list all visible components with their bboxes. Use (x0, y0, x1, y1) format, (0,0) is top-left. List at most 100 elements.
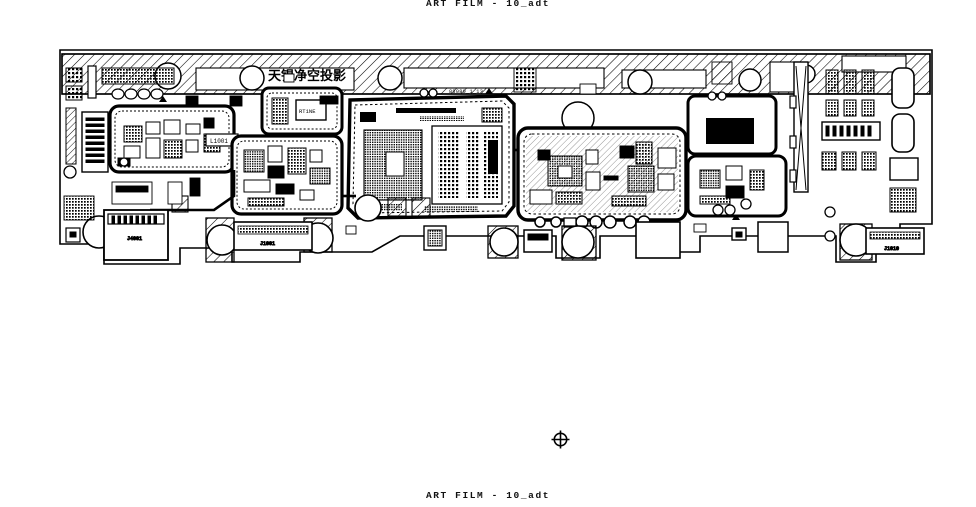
connector-bot-mid-pins (527, 233, 549, 241)
comp (167, 181, 183, 205)
triangle-marker-1 (485, 88, 493, 94)
pad-array (861, 69, 875, 95)
pin (141, 215, 145, 224)
pin (85, 147, 105, 151)
comp (243, 149, 265, 173)
via (717, 91, 727, 101)
pad-array (63, 195, 95, 221)
comp (319, 95, 339, 105)
refdes-j4001: J4001 (127, 236, 142, 242)
bga-keepout-left (385, 151, 405, 177)
via (707, 91, 717, 101)
pad-array (861, 99, 875, 117)
via (724, 204, 736, 216)
comp (267, 165, 285, 179)
pin (85, 141, 105, 145)
comp (185, 95, 199, 106)
right-pad-arrays (821, 69, 877, 171)
comp (123, 125, 143, 143)
shield-inner (352, 100, 510, 214)
pad-array (821, 151, 837, 171)
mount-hole-top-5 (627, 69, 653, 95)
refdes-j1001: J1001 (260, 241, 275, 247)
refdes-l1001: L1001 (210, 138, 228, 145)
comp (725, 185, 745, 199)
mount-hole-top-6 (738, 68, 762, 92)
connector-j4001-pins (111, 215, 157, 224)
pad-array (825, 69, 839, 95)
comp (537, 149, 551, 161)
ic-rf-2 (627, 165, 655, 193)
shield-oval-2 (891, 113, 915, 153)
connector-bot-mid (523, 229, 553, 253)
keepout-band-border (61, 53, 931, 95)
silk-line (396, 108, 456, 113)
via (740, 198, 752, 210)
comp (145, 137, 161, 159)
comp (309, 149, 323, 163)
cap-l3 (137, 88, 151, 100)
shield-can-mid (230, 134, 344, 216)
comp (299, 189, 315, 201)
cap-l4 (150, 88, 164, 100)
mount-hole-bot-4 (489, 227, 519, 257)
bottom-edge-group: J4001 J1001 J1010 (65, 194, 925, 263)
mount-hole-bot-5 (561, 225, 595, 259)
comp (163, 139, 183, 159)
pad-square-1 (635, 221, 681, 259)
comp (145, 121, 161, 135)
comp (749, 169, 765, 191)
via (428, 88, 438, 98)
pin (85, 153, 105, 157)
crosshair-icon (551, 430, 570, 449)
ic-rf-1 (547, 155, 583, 187)
connector-right-pins (825, 125, 872, 137)
cap-row-left (111, 88, 164, 100)
pin (825, 125, 830, 137)
pad-array (843, 69, 857, 95)
board-annotation-chinese: 天锡净空投影 (268, 68, 346, 84)
sheet-title-bottom: ART FILM - 10_adt (425, 490, 551, 501)
pad-array-top (513, 67, 537, 93)
small-circle-pairs (419, 88, 836, 242)
comp (115, 185, 149, 193)
shield-inner (266, 92, 338, 130)
via (550, 216, 562, 228)
comp (555, 191, 583, 205)
registration-fiducial (551, 430, 570, 449)
mount-hole-top-2 (239, 65, 265, 91)
cap-l1 (111, 88, 125, 100)
pin (85, 117, 105, 121)
comp (243, 179, 271, 193)
pad-array-l1 (65, 67, 83, 83)
ic-rt1ne (295, 99, 327, 121)
pad-array (843, 99, 857, 117)
mount-hole-bot-7 (354, 194, 382, 222)
comp-bot-pads (427, 229, 443, 247)
pin (111, 215, 115, 224)
pad-array (861, 151, 877, 171)
comp (185, 123, 201, 135)
pin (860, 125, 865, 137)
sheet-title-top: ART FILM - 10_adt (425, 0, 551, 9)
ic-rf-1-center (557, 165, 573, 179)
pad-array-l4 (101, 67, 175, 85)
comp (611, 195, 647, 207)
hatch-strip-left (65, 107, 77, 165)
pad-array (271, 97, 289, 125)
pad-left-bot-inner (69, 231, 77, 238)
pin (135, 215, 139, 224)
cap-l2 (124, 88, 138, 100)
pin (85, 129, 105, 133)
shield-oval-1 (891, 67, 915, 109)
comp (657, 173, 675, 191)
clip (789, 169, 797, 183)
part-number-label: 88080_1_13 (449, 89, 483, 95)
hatch-block (411, 197, 431, 217)
comp-l3 (87, 65, 97, 99)
shield-inner (523, 133, 681, 215)
hatch-block-top (711, 61, 733, 85)
via (623, 215, 637, 229)
comp (529, 189, 553, 205)
